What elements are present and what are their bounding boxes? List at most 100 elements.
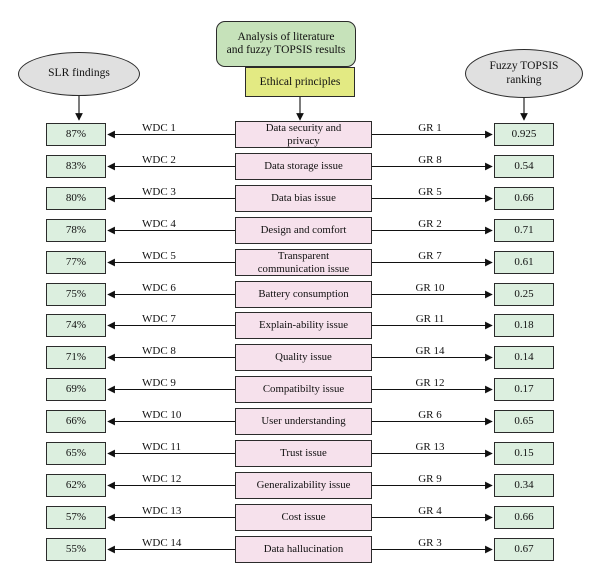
wdc-label: WDC 11	[142, 441, 182, 453]
gr-label: GR 5	[418, 186, 442, 198]
topsis-score-value: 0.66	[514, 192, 534, 205]
slr-percent-value: 78%	[65, 224, 87, 237]
principle-box: Explain-ability issue	[235, 312, 372, 339]
analysis-title-line2: and fuzzy TOPSIS results	[226, 44, 346, 56]
principle-label-line1: User understanding	[261, 415, 346, 428]
slr-percent-box: 62%	[46, 474, 106, 497]
slr-findings-label: SLR findings	[48, 67, 110, 80]
principle-label-line2: privacy	[287, 134, 320, 147]
principle-label-line1: Explain-ability issue	[258, 319, 349, 332]
slr-percent-box: 71%	[46, 346, 106, 369]
slr-percent-box: 55%	[46, 538, 106, 561]
gr-label: GR 2	[418, 218, 442, 230]
principle-label-line1: Data storage issue	[264, 160, 343, 173]
slr-percent-value: 66%	[65, 415, 87, 428]
topsis-score-box: 0.61	[494, 251, 554, 274]
gr-label: GR 11	[415, 313, 445, 325]
fuzzy-topsis-ellipse: Fuzzy TOPSIS ranking	[465, 49, 583, 98]
gr-label: GR 7	[418, 250, 442, 262]
slr-percent-value: 87%	[65, 128, 87, 141]
ethical-principles-box: Ethical principles	[245, 67, 355, 97]
principle-box: Compatibilty issue	[235, 376, 372, 403]
topsis-score-value: 0.925	[511, 128, 537, 141]
principle-label-line1: Data security and	[265, 122, 342, 135]
topsis-score-box: 0.925	[494, 123, 554, 146]
topsis-score-value: 0.71	[514, 224, 534, 237]
slr-percent-value: 75%	[65, 288, 87, 301]
topsis-score-box: 0.34	[494, 474, 554, 497]
slr-percent-value: 71%	[65, 351, 87, 364]
analysis-title-box: Analysis of literature and fuzzy TOPSIS …	[216, 21, 356, 67]
topsis-score-value: 0.18	[514, 319, 534, 332]
wdc-label: WDC 7	[142, 313, 176, 325]
principle-label-line1: Design and comfort	[260, 224, 347, 237]
principle-box: Cost issue	[235, 504, 372, 531]
slr-percent-value: 77%	[65, 256, 87, 269]
principle-label-line1: Cost issue	[281, 511, 326, 524]
slr-percent-value: 69%	[65, 383, 87, 396]
slr-percent-value: 62%	[65, 479, 87, 492]
principle-label-line1: Data hallucination	[263, 543, 344, 556]
topsis-score-box: 0.66	[494, 506, 554, 529]
gr-label: GR 10	[415, 282, 445, 294]
principle-box: Data hallucination	[235, 536, 372, 563]
wdc-label: WDC 8	[142, 345, 176, 357]
gr-label: GR 4	[418, 505, 442, 517]
gr-label: GR 9	[418, 473, 442, 485]
topsis-score-box: 0.54	[494, 155, 554, 178]
slr-percent-box: 78%	[46, 219, 106, 242]
wdc-label: WDC 14	[142, 537, 182, 549]
slr-findings-ellipse: SLR findings	[18, 52, 140, 96]
wdc-label: WDC 2	[142, 154, 176, 166]
slr-percent-box: 87%	[46, 123, 106, 146]
gr-label: GR 14	[415, 345, 445, 357]
gr-label: GR 13	[415, 441, 445, 453]
slr-percent-value: 55%	[65, 543, 87, 556]
slr-percent-box: 80%	[46, 187, 106, 210]
wdc-label: WDC 6	[142, 282, 176, 294]
topsis-score-box: 0.66	[494, 187, 554, 210]
topsis-score-value: 0.17	[514, 383, 534, 396]
principle-label-line1: Trust issue	[280, 447, 327, 460]
wdc-label: WDC 9	[142, 377, 176, 389]
principle-box: Battery consumption	[235, 281, 372, 308]
principle-box: Data storage issue	[235, 153, 372, 180]
slr-percent-box: 83%	[46, 155, 106, 178]
gr-label: GR 8	[418, 154, 442, 166]
principle-label-line1: Data bias issue	[271, 192, 336, 205]
slr-percent-box: 69%	[46, 378, 106, 401]
slr-percent-box: 77%	[46, 251, 106, 274]
slr-percent-box: 74%	[46, 314, 106, 337]
slr-percent-value: 80%	[65, 192, 87, 205]
slr-percent-value: 83%	[65, 160, 87, 173]
gr-label: GR 3	[418, 537, 442, 549]
topsis-score-value: 0.15	[514, 447, 534, 460]
fuzzy-topsis-label-line1: Fuzzy TOPSIS	[489, 60, 559, 73]
topsis-score-value: 0.54	[514, 160, 534, 173]
topsis-score-value: 0.67	[514, 543, 534, 556]
topsis-score-value: 0.25	[514, 288, 534, 301]
slr-percent-box: 65%	[46, 442, 106, 465]
wdc-label: WDC 4	[142, 218, 176, 230]
topsis-score-box: 0.71	[494, 219, 554, 242]
principle-box: User understanding	[235, 408, 372, 435]
gr-label: GR 12	[415, 377, 445, 389]
topsis-score-box: 0.17	[494, 378, 554, 401]
gr-label: GR 1	[418, 122, 442, 134]
principle-label-line1: Quality issue	[275, 351, 332, 364]
topsis-score-box: 0.65	[494, 410, 554, 433]
principle-box: Data bias issue	[235, 185, 372, 212]
topsis-score-value: 0.61	[514, 256, 534, 269]
principle-label-line1: Generalizability issue	[256, 479, 351, 492]
topsis-score-box: 0.14	[494, 346, 554, 369]
principle-label-line1: Transparent	[277, 250, 330, 263]
analysis-title-line1: Analysis of literature	[237, 31, 335, 44]
wdc-label: WDC 5	[142, 250, 176, 262]
slr-percent-box: 75%	[46, 283, 106, 306]
wdc-label: WDC 1	[142, 122, 176, 134]
topsis-score-value: 0.66	[514, 511, 534, 524]
principle-box: Generalizability issue	[235, 472, 372, 499]
